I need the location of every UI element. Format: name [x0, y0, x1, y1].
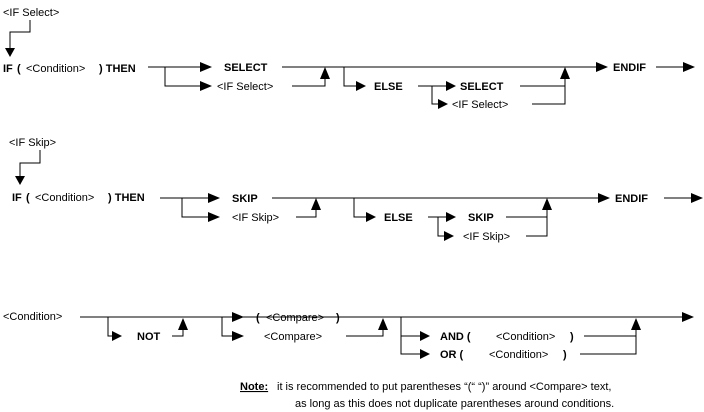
if-skip-ref-2: <IF Skip>	[463, 231, 510, 243]
skip-keyword: SKIP	[232, 193, 258, 205]
arrow-right	[112, 331, 122, 341]
branch-line	[181, 198, 208, 218]
condition-diagram: <Condition> NOT ( <Compare> ) <Compare> …	[3, 311, 694, 361]
endif-keyword: ENDIF	[613, 62, 646, 74]
and-keyword: AND (	[440, 331, 471, 343]
arrow-right	[356, 81, 366, 91]
branch-line	[221, 317, 232, 337]
arrow-right	[598, 193, 610, 203]
open-paren: (	[17, 63, 21, 75]
exit-arrow	[682, 312, 694, 322]
branch-line	[400, 317, 420, 337]
select-keyword: SELECT	[224, 62, 268, 74]
not-keyword: NOT	[137, 331, 161, 343]
if-keyword: IF	[3, 63, 13, 75]
arrow-right	[200, 81, 212, 91]
else-branch-line	[353, 198, 366, 218]
branch-line	[431, 86, 440, 105]
if-select-title: <IF Select>	[3, 7, 59, 19]
arrow-up	[311, 198, 321, 210]
arrow-up	[320, 67, 330, 79]
return-line	[526, 209, 548, 237]
arrow-right	[446, 212, 456, 222]
arrow-right	[208, 193, 220, 203]
else-keyword: ELSE	[374, 81, 403, 93]
if-skip-title: <IF Skip>	[9, 137, 56, 149]
note-line-1: it is recommended to put parentheses “(“…	[277, 381, 611, 393]
arrow-right	[446, 81, 456, 91]
entry-arrow	[15, 176, 25, 185]
arrow-right	[232, 331, 244, 341]
arrow-right	[200, 62, 212, 72]
if-select-ref: <IF Select>	[217, 81, 273, 93]
if-keyword: IF	[12, 192, 22, 204]
return-line	[172, 329, 184, 337]
arrow-right	[208, 212, 220, 222]
or-condition-ref: <Condition>	[489, 349, 548, 361]
if-select-diagram: <IF Select> IF ( <Condition> ) THEN SELE…	[3, 7, 695, 111]
then-keyword: ) THEN	[108, 192, 145, 204]
branch-line	[400, 336, 420, 355]
arrow-right	[596, 62, 608, 72]
arrow-up	[378, 318, 388, 330]
arrow-up	[631, 318, 641, 330]
return-line	[532, 78, 566, 105]
entry-arrow	[5, 48, 15, 57]
note-line-2: as long as this does not duplicate paren…	[295, 398, 614, 410]
arrow-right	[366, 212, 376, 222]
or-keyword: OR (	[440, 349, 464, 361]
arrow-up	[542, 198, 552, 210]
if-skip-ref: <IF Skip>	[232, 212, 279, 224]
else-branch-line	[343, 67, 356, 87]
condition-title: <Condition>	[3, 311, 62, 323]
if-skip-diagram: <IF Skip> IF ( <Condition> ) THEN SKIP E…	[9, 137, 703, 243]
if-select-ref-2: <IF Select>	[452, 99, 508, 111]
and-condition-ref: <Condition>	[496, 331, 555, 343]
entry-line	[19, 150, 41, 180]
or-close-paren: )	[563, 349, 567, 361]
condition-ref: <Condition>	[26, 63, 85, 75]
condition-ref: <Condition>	[35, 192, 94, 204]
arrow-right	[438, 99, 448, 109]
paren-close: )	[336, 312, 340, 324]
arrow-right	[420, 349, 430, 359]
note: Note: it is recommended to put parenthes…	[240, 381, 614, 410]
note-label: Note:	[240, 381, 268, 393]
select-keyword-2: SELECT	[460, 81, 504, 93]
arrow-right	[232, 312, 244, 322]
return-line	[580, 329, 637, 355]
exit-arrow	[691, 193, 703, 203]
branch-line	[437, 217, 446, 237]
paren-compare-ref: <Compare>	[266, 312, 324, 324]
skip-keyword-2: SKIP	[468, 212, 494, 224]
compare-ref: <Compare>	[264, 331, 322, 343]
else-keyword: ELSE	[384, 212, 413, 224]
exit-arrow	[683, 62, 695, 72]
open-paren: (	[26, 192, 30, 204]
branch-line	[107, 317, 112, 337]
paren-open: (	[256, 312, 260, 324]
arrow-up	[560, 67, 570, 79]
return-line	[346, 329, 384, 337]
entry-line	[9, 20, 31, 52]
branch-line	[164, 67, 200, 87]
return-line	[296, 209, 317, 218]
arrow-right	[420, 331, 430, 341]
and-close-paren: )	[570, 331, 574, 343]
arrow-up	[178, 318, 188, 330]
arrow-right	[444, 231, 454, 241]
then-keyword: ) THEN	[99, 63, 136, 75]
endif-keyword: ENDIF	[615, 193, 648, 205]
return-line	[292, 78, 326, 87]
